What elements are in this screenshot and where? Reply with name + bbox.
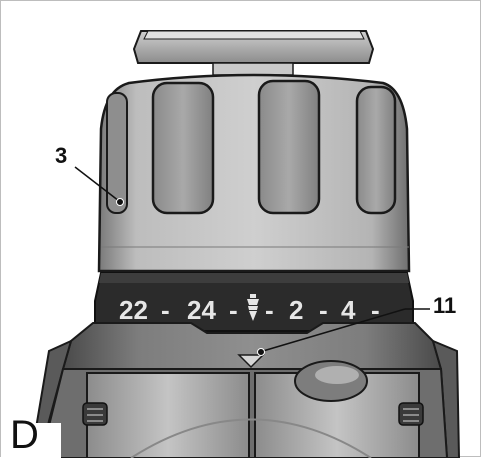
panel-letter-background [1, 423, 61, 458]
leader-line-11 [262, 308, 406, 352]
scale-24: 24 [187, 295, 216, 325]
scale-dash-4: - [319, 295, 328, 325]
callout-label-11: 11 [433, 293, 456, 318]
drill-mode-icon [247, 294, 259, 321]
leader-line-3 [74, 166, 120, 202]
torque-scale: 22 - 24 - - 2 - 4 - [119, 294, 380, 325]
leader-dot-3 [116, 198, 124, 206]
callout-3: 3 [55, 143, 124, 206]
scale-dash-3: - [265, 295, 274, 325]
scale-22: 22 [119, 295, 148, 325]
screw-right [398, 402, 424, 426]
scale-dash-1: - [161, 295, 170, 325]
scale-dash-5: - [371, 295, 380, 325]
screw-left [82, 402, 108, 426]
scale-dash-2: - [229, 295, 238, 325]
leader-dot-11 [257, 348, 265, 356]
chuck-sleeve [97, 73, 411, 273]
scale-4: 4 [341, 295, 356, 325]
drill-body [39, 360, 449, 458]
scale-2: 2 [289, 295, 303, 325]
setting-mark [237, 354, 265, 369]
gear-housing [29, 322, 461, 458]
panel-letter: D [10, 413, 39, 457]
callout-11: 11 [257, 293, 456, 356]
sleeve-grooves [106, 79, 397, 215]
chuck-cap [132, 30, 375, 76]
callout-label-3: 3 [55, 143, 67, 168]
